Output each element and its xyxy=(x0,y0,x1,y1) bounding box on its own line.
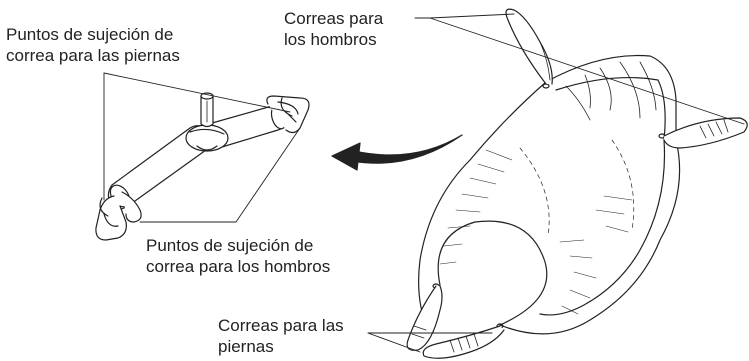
sling xyxy=(418,54,681,335)
spreader-bar xyxy=(95,92,310,241)
shoulder-attachment-label-line1: Puntos de sujeción de xyxy=(146,236,314,255)
leg-straps-label: Correas para las piernas xyxy=(218,315,344,357)
leg-attachment-label-line1: Puntos de sujeción de xyxy=(6,25,174,44)
shoulder-attachment-label: Puntos de sujeción de correa para los ho… xyxy=(146,235,330,277)
leg-straps-label-line2: piernas xyxy=(218,337,274,356)
shoulder-attachment-label-line2: correa para los hombros xyxy=(146,257,331,276)
leader-lines xyxy=(103,13,745,353)
direction-arrow xyxy=(331,134,463,171)
leg-attachment-label: Puntos de sujeción de correa para las pi… xyxy=(6,24,180,66)
shoulder-straps-label: Correas para los hombros xyxy=(284,8,383,50)
shoulder-straps xyxy=(505,8,748,149)
leg-attachment-label-line2: correa para las piernas xyxy=(6,46,180,65)
shoulder-straps-label-line1: Correas para xyxy=(284,9,384,28)
leg-straps xyxy=(406,285,505,359)
shoulder-straps-label-line2: los hombros xyxy=(284,30,377,49)
leg-straps-label-line1: Correas para las xyxy=(218,316,344,335)
